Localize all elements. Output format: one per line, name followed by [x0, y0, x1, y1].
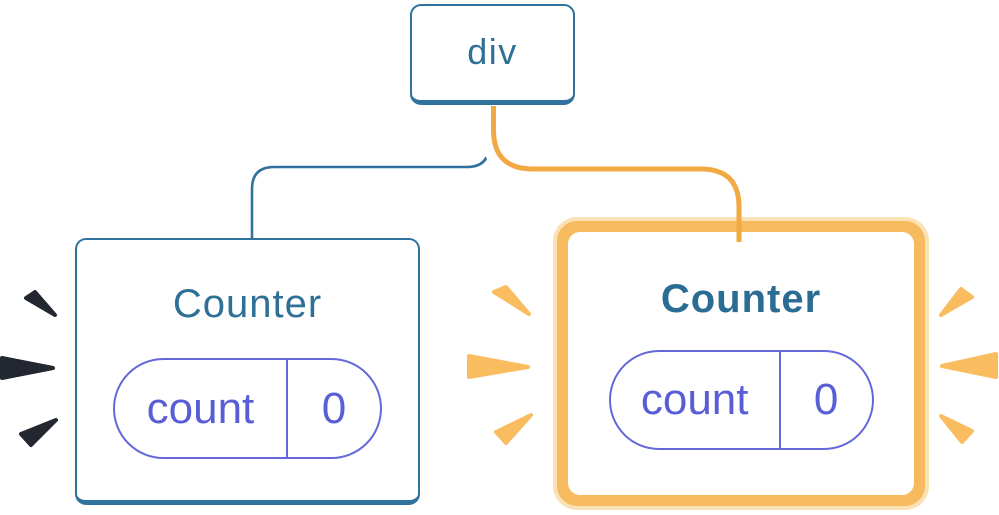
right-counter-card: Counter count 0 [568, 232, 914, 495]
right-counter-highlight-ring: Counter count 0 [557, 221, 925, 506]
root-node-label: div [467, 30, 518, 72]
spark-orange-right-bottom-icon [939, 414, 974, 444]
edge-div-to-right-counter-pipe [480, 106, 753, 217]
left-counter-title: Counter [172, 282, 323, 326]
right-state-pill: count 0 [608, 350, 874, 450]
right-counter-title: Counter [660, 277, 822, 321]
spark-orange-left-bottom-icon [494, 413, 533, 445]
left-state-value: 0 [321, 383, 347, 433]
right-counter-highlight-halo: Counter count 0 [553, 217, 929, 510]
spark-orange-left-top-icon [492, 285, 531, 316]
spark-orange-left-middle-icon [467, 354, 530, 379]
right-state-value: 0 [813, 375, 839, 424]
right-state-key: count [611, 352, 781, 448]
left-state-pill: count 0 [113, 358, 382, 459]
left-counter-card: Counter count 0 [75, 238, 420, 505]
root-node-div: div [410, 4, 575, 105]
spark-orange-right-top-icon [939, 287, 974, 317]
spark-orange-right-middle-icon [940, 352, 998, 379]
spark-dark-top-icon [24, 290, 57, 317]
spark-dark-bottom-icon [19, 418, 58, 447]
left-state-key: count [115, 360, 288, 457]
edge-div-to-left-counter [250, 106, 491, 240]
spark-dark-middle-icon [0, 356, 55, 380]
